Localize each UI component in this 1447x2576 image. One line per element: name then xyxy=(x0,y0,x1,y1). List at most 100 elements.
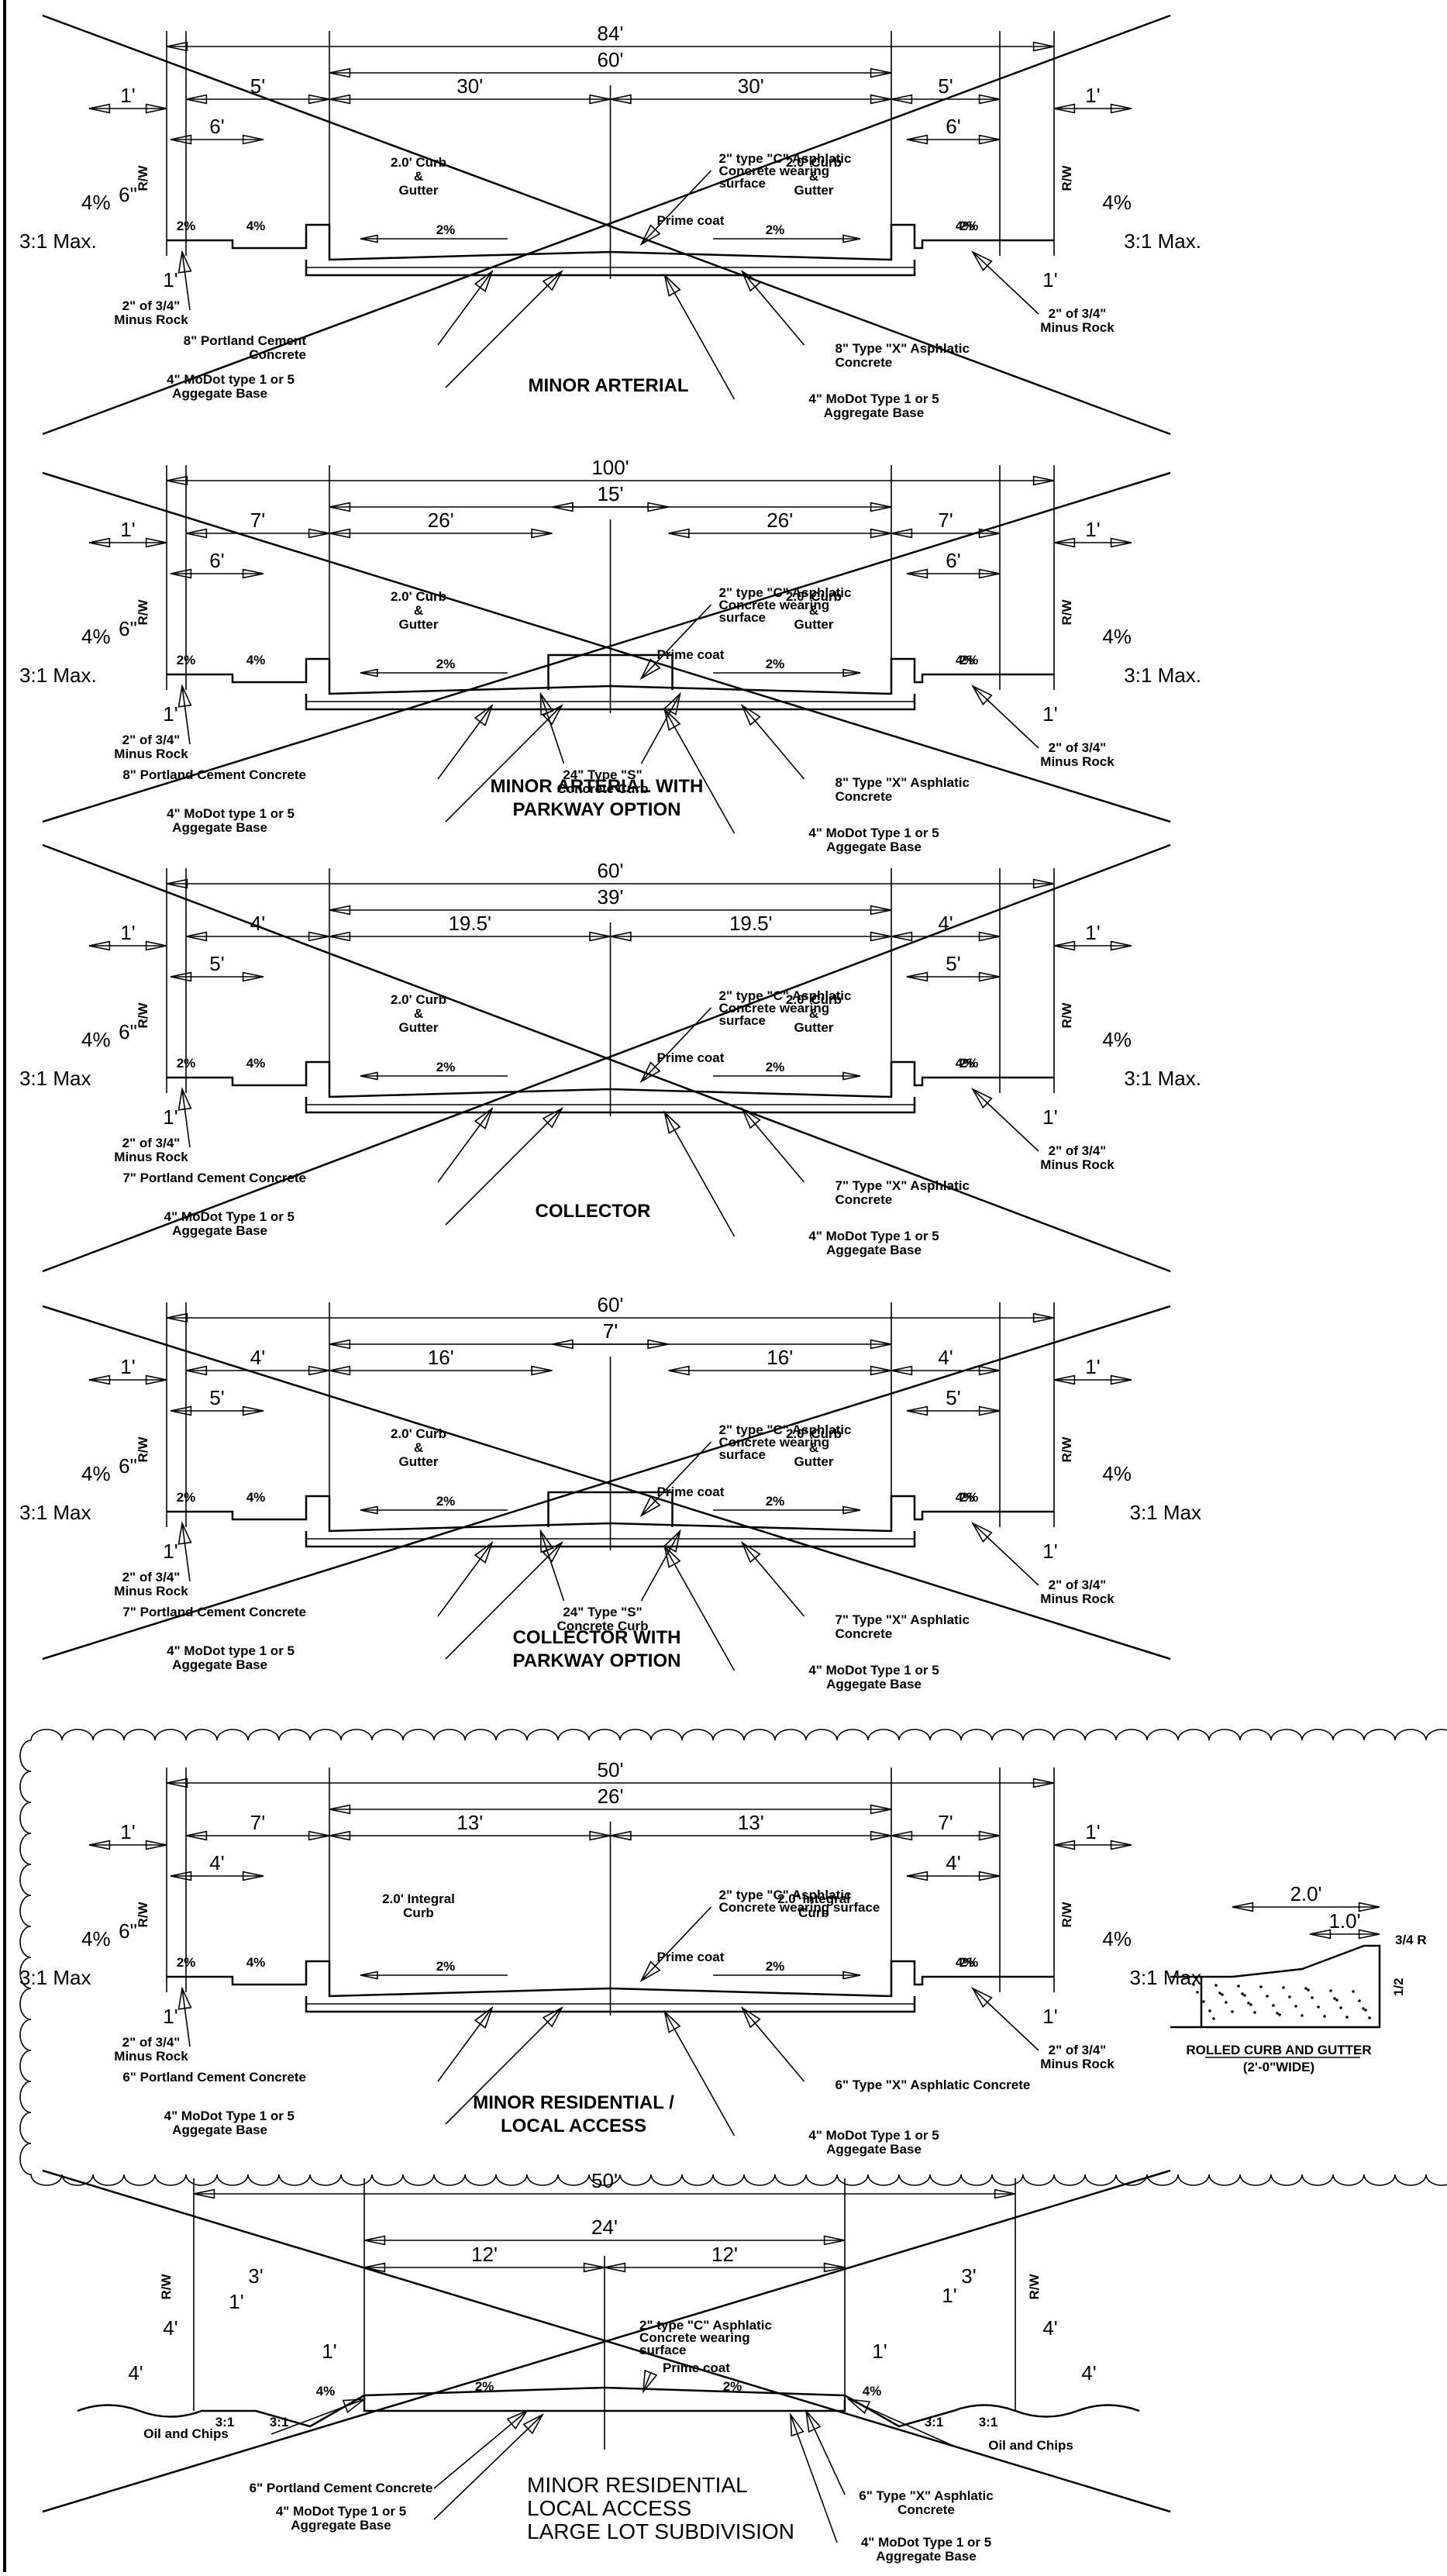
dim-left-walk: 5' xyxy=(209,1386,224,1409)
dimension-arrow xyxy=(363,2235,386,2246)
median-curb-label: 24" Type "S" xyxy=(563,1605,642,1619)
rock-right-label: Minus Rock xyxy=(1040,1591,1115,1606)
aggregate-dot xyxy=(1335,1998,1338,2002)
dimension-arrow xyxy=(870,1830,892,1841)
dimension-arrow xyxy=(891,931,913,942)
dimension-arrow xyxy=(906,1405,928,1416)
dimension-arrow xyxy=(870,528,892,539)
curb-depth: 6" xyxy=(119,1454,137,1478)
shoulder-slope-right: 4% xyxy=(863,2384,882,2398)
dim-half-right: 12' xyxy=(711,2243,738,2266)
dimension-arrow xyxy=(145,103,167,114)
ac-label: 8" Type "X" Asphlatic xyxy=(835,341,970,356)
dimension-arrow xyxy=(145,1374,167,1385)
rw-right-label: R/W xyxy=(1027,2274,1042,2300)
base-right-label: 4" MoDot Type 1 or 5 xyxy=(808,1229,939,1243)
walk-slope-left: 2% xyxy=(177,1955,196,1970)
surface-label: 2" type "C" Asphlatic xyxy=(639,2318,772,2333)
dimension-arrow xyxy=(978,568,1001,579)
dimension-arrow xyxy=(1358,1902,1380,1912)
curb-left-label: Curb xyxy=(403,1905,434,1920)
curb-depth: 6" xyxy=(119,183,137,206)
base-left-label-2: Aggegate Base xyxy=(172,386,267,401)
dim-right-walk: 6' xyxy=(946,549,960,572)
slope-left: 4% xyxy=(81,191,111,214)
surface-label: Concrete wearing xyxy=(719,598,830,612)
walk-slope-right: 2% xyxy=(959,1955,979,1970)
leader-line xyxy=(741,1542,805,1617)
leader-line xyxy=(437,1108,493,1183)
aggregate-dot xyxy=(1304,1987,1307,1990)
dim-right-walk: 4' xyxy=(946,1851,960,1874)
aggregate-dot xyxy=(1345,2016,1349,2019)
aggregate-dot xyxy=(1323,2015,1326,2018)
rw-right-label: R/W xyxy=(1059,165,1074,191)
gutter-slope-right: 4% xyxy=(956,219,975,233)
dimension-arrow xyxy=(610,1830,632,1841)
dimension-arrow xyxy=(1032,878,1055,889)
curb-right-label: Gutter xyxy=(794,617,834,632)
dimension-arrow xyxy=(145,537,167,548)
max-slope-left: 3:1 Max xyxy=(19,1067,91,1090)
leader-line xyxy=(663,2011,736,2136)
leader-arrow xyxy=(663,2009,681,2033)
leader-line xyxy=(805,2410,846,2495)
section-title: LOCAL ACCESS xyxy=(527,2496,691,2520)
slope-right: 4% xyxy=(1102,625,1132,648)
leader-arrow xyxy=(663,1110,681,1134)
pcc-label: 7" Portland Cement Concrete xyxy=(122,1171,306,1185)
gutter-slope-left: 4% xyxy=(246,219,266,233)
max-slope-left: 3:1 Max. xyxy=(19,229,97,253)
aggregate-dot xyxy=(1368,2016,1371,2019)
dimension-arrow xyxy=(1053,537,1076,548)
dim-1-right-2: 1' xyxy=(872,2340,887,2363)
gutter-slope-left: 4% xyxy=(246,1490,266,1505)
dimension-arrow xyxy=(647,1339,669,1350)
dimension-arrow xyxy=(583,2262,605,2273)
ditch-right: 3:1 xyxy=(270,2415,289,2429)
rw-left-label: R/W xyxy=(159,2274,174,2300)
lane-slope-left: 2% xyxy=(436,1060,456,1074)
dimension-arrow xyxy=(978,971,1001,982)
leader-line xyxy=(640,604,712,679)
rock-left-label: 2" of 3/4" xyxy=(122,1136,181,1150)
oil-chips-right: Oil and Chips xyxy=(988,2438,1073,2453)
aggregate-dot xyxy=(1231,2010,1234,2013)
rock-right-label: 2" of 3/4" xyxy=(1049,1578,1107,1592)
leader-line xyxy=(972,1088,1039,1152)
curb-left-label: Gutter xyxy=(399,1020,439,1035)
rolled-curb-title: ROLLED CURB AND GUTTER xyxy=(1186,2043,1371,2057)
slope-left: 4% xyxy=(81,1028,111,1051)
section-title: MINOR ARTERIAL WITH xyxy=(491,776,704,797)
lane-slope-right: 2% xyxy=(766,1959,785,1974)
dimension-arrow xyxy=(242,1871,264,1881)
dimension-arrow xyxy=(1053,1374,1076,1385)
aggregate-dot xyxy=(1311,1996,1314,1999)
lane-slope-right: 2% xyxy=(723,2379,742,2394)
pavement-surface xyxy=(167,1495,1054,1533)
dimension-arrow xyxy=(668,1365,690,1376)
dimension-arrow xyxy=(1232,1902,1254,1912)
leader-line xyxy=(539,693,565,764)
rock-left-label: 2" of 3/4" xyxy=(122,1570,181,1585)
dimension-arrow xyxy=(329,67,351,78)
base-left-label: 4" MoDot Type 1 or 5 xyxy=(276,2504,406,2519)
leader-line xyxy=(445,271,563,388)
section-title: COLLECTOR xyxy=(536,1201,651,1222)
dimension-arrow xyxy=(842,1071,861,1081)
leader-arrow xyxy=(474,1106,494,1129)
dimension-arrow xyxy=(308,94,330,105)
gutter-slope-right: 4% xyxy=(956,1955,975,1970)
dimension-arrow xyxy=(166,475,188,486)
lane-slope-left: 2% xyxy=(436,1494,456,1509)
max-slope-right: 3:1 Max. xyxy=(1124,664,1201,687)
dim-1-right: 1' xyxy=(942,2284,956,2307)
surface-label: 2" type "C" Asphlatic xyxy=(719,988,852,1003)
aggregate-dot xyxy=(1339,2006,1342,2009)
curb-left-label: 2.0' Curb xyxy=(391,1426,446,1441)
section-title: PARKWAY OPTION xyxy=(513,1650,681,1671)
dimension-arrow xyxy=(1110,940,1132,951)
leader-arrow xyxy=(740,1540,761,1564)
curb-left-label: & xyxy=(414,1006,423,1021)
